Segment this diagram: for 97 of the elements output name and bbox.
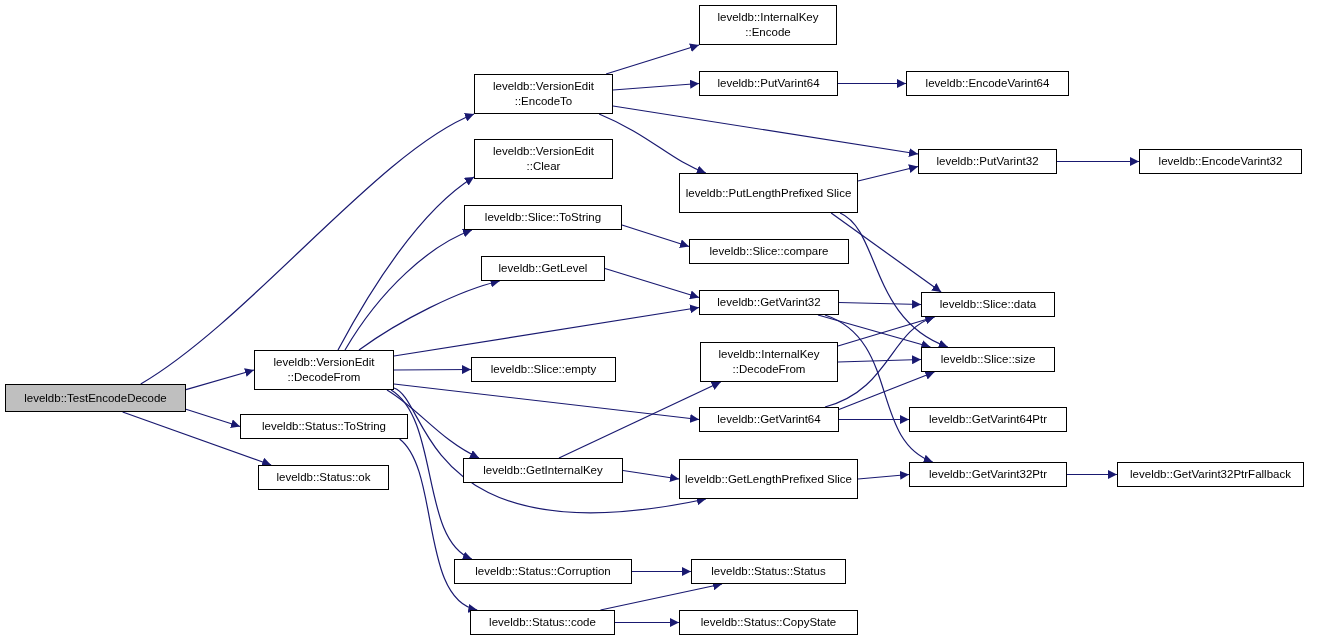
arrow xyxy=(393,304,700,357)
function-name: leveldb::VersionEdit ::DecodeFrom xyxy=(272,355,376,385)
function-name: leveldb::GetVarint32PtrFallback xyxy=(1130,467,1291,482)
arrow xyxy=(122,411,272,467)
arrow xyxy=(621,224,690,249)
function-name: leveldb::EncodeVarint32 xyxy=(1158,154,1283,169)
function-name: leveldb::Status::ToString xyxy=(262,419,386,434)
function-name: leveldb::GetVarint64Ptr xyxy=(928,412,1047,427)
function-box xyxy=(699,5,837,45)
function-name: leveldb::PutVarint32 xyxy=(936,154,1039,169)
arrow xyxy=(1056,157,1140,166)
function-name: leveldb::Slice::data xyxy=(939,297,1037,312)
arrow xyxy=(393,383,700,423)
function-name: leveldb::Status::ok xyxy=(276,470,371,485)
function-name: leveldb::Slice::empty xyxy=(490,362,597,377)
function-name: leveldb::VersionEdit ::EncodeTo xyxy=(492,79,595,109)
arrow xyxy=(393,365,472,375)
function-box xyxy=(699,407,839,432)
function-box xyxy=(1139,149,1302,174)
arrow xyxy=(605,43,700,75)
arrow xyxy=(837,355,922,365)
function-box xyxy=(463,458,623,483)
function-box xyxy=(679,459,858,499)
function-box xyxy=(481,256,605,281)
function-box xyxy=(470,610,615,635)
function-name: leveldb::GetVarint32 xyxy=(717,295,821,310)
function-box xyxy=(240,414,408,439)
arrow xyxy=(838,415,910,424)
function-box xyxy=(700,342,838,382)
arrow xyxy=(1066,470,1118,479)
function-name: leveldb::Status::Status xyxy=(711,564,826,579)
arrow xyxy=(622,469,680,483)
function-name: leveldb::GetInternalKey xyxy=(483,463,603,478)
function-box xyxy=(5,384,186,412)
function-box xyxy=(918,149,1057,174)
function-name: leveldb::Slice::compare xyxy=(709,244,829,259)
function-name: leveldb::TestEncodeDecode xyxy=(24,390,167,406)
arrow xyxy=(857,470,910,480)
function-box xyxy=(909,462,1067,487)
function-name: leveldb::GetLevel xyxy=(498,261,588,276)
function-box xyxy=(921,347,1055,372)
function-box xyxy=(679,173,858,213)
arrow xyxy=(817,314,931,349)
arrow xyxy=(837,79,907,88)
function-name: leveldb::Status::code xyxy=(489,615,596,630)
function-box xyxy=(699,290,839,315)
arrow xyxy=(390,389,473,560)
function-name: leveldb::EncodeVarint64 xyxy=(925,76,1050,91)
function-name: leveldb::VersionEdit ::Clear xyxy=(492,144,595,174)
arrow xyxy=(838,299,922,309)
arrow xyxy=(386,389,480,459)
function-box xyxy=(906,71,1069,96)
function-name: leveldb::GetLengthPrefixed Slice xyxy=(685,471,852,487)
function-name: leveldb::GetVarint32Ptr xyxy=(928,467,1047,482)
function-box xyxy=(454,559,632,584)
function-box xyxy=(921,292,1055,317)
arrow xyxy=(558,381,722,459)
arrow xyxy=(838,371,935,411)
function-box xyxy=(474,139,613,179)
function-name: leveldb::Status::CopyState xyxy=(700,615,837,630)
arrow xyxy=(612,79,700,91)
function-box xyxy=(258,465,389,490)
arrow xyxy=(614,618,680,627)
arrow xyxy=(824,314,934,463)
arrow xyxy=(337,176,475,351)
function-box xyxy=(909,407,1067,432)
arrow xyxy=(857,164,919,182)
arrow xyxy=(830,212,942,293)
function-name: leveldb::Status::Corruption xyxy=(475,564,611,579)
arrow xyxy=(631,567,692,576)
arrow xyxy=(185,368,255,391)
function-name: leveldb::GetVarint64 xyxy=(717,412,821,427)
arrow xyxy=(598,113,707,174)
arrow xyxy=(612,105,919,158)
function-box xyxy=(679,610,858,635)
function-box xyxy=(689,239,849,264)
function-box xyxy=(1117,462,1304,487)
arrow xyxy=(185,408,241,429)
function-box xyxy=(471,357,616,382)
arrow xyxy=(824,316,935,408)
function-name: leveldb::PutLengthPrefixed Slice xyxy=(685,185,852,201)
function-box xyxy=(691,559,846,584)
function-name: leveldb::Slice::ToString xyxy=(484,210,602,225)
arrow xyxy=(140,113,475,385)
arrow xyxy=(604,267,700,300)
function-name: leveldb::Slice::size xyxy=(940,352,1036,367)
function-box xyxy=(699,71,838,96)
arrow xyxy=(399,438,478,611)
arrow xyxy=(393,387,707,514)
arrow xyxy=(344,229,473,351)
function-name: leveldb::InternalKey ::Encode xyxy=(716,10,820,40)
function-name: leveldb::PutVarint64 xyxy=(717,76,820,91)
function-box xyxy=(464,205,622,230)
function-box xyxy=(474,74,613,114)
arrow xyxy=(839,212,949,348)
function-box xyxy=(254,350,394,390)
function-name: leveldb::InternalKey ::DecodeFrom xyxy=(717,347,821,377)
